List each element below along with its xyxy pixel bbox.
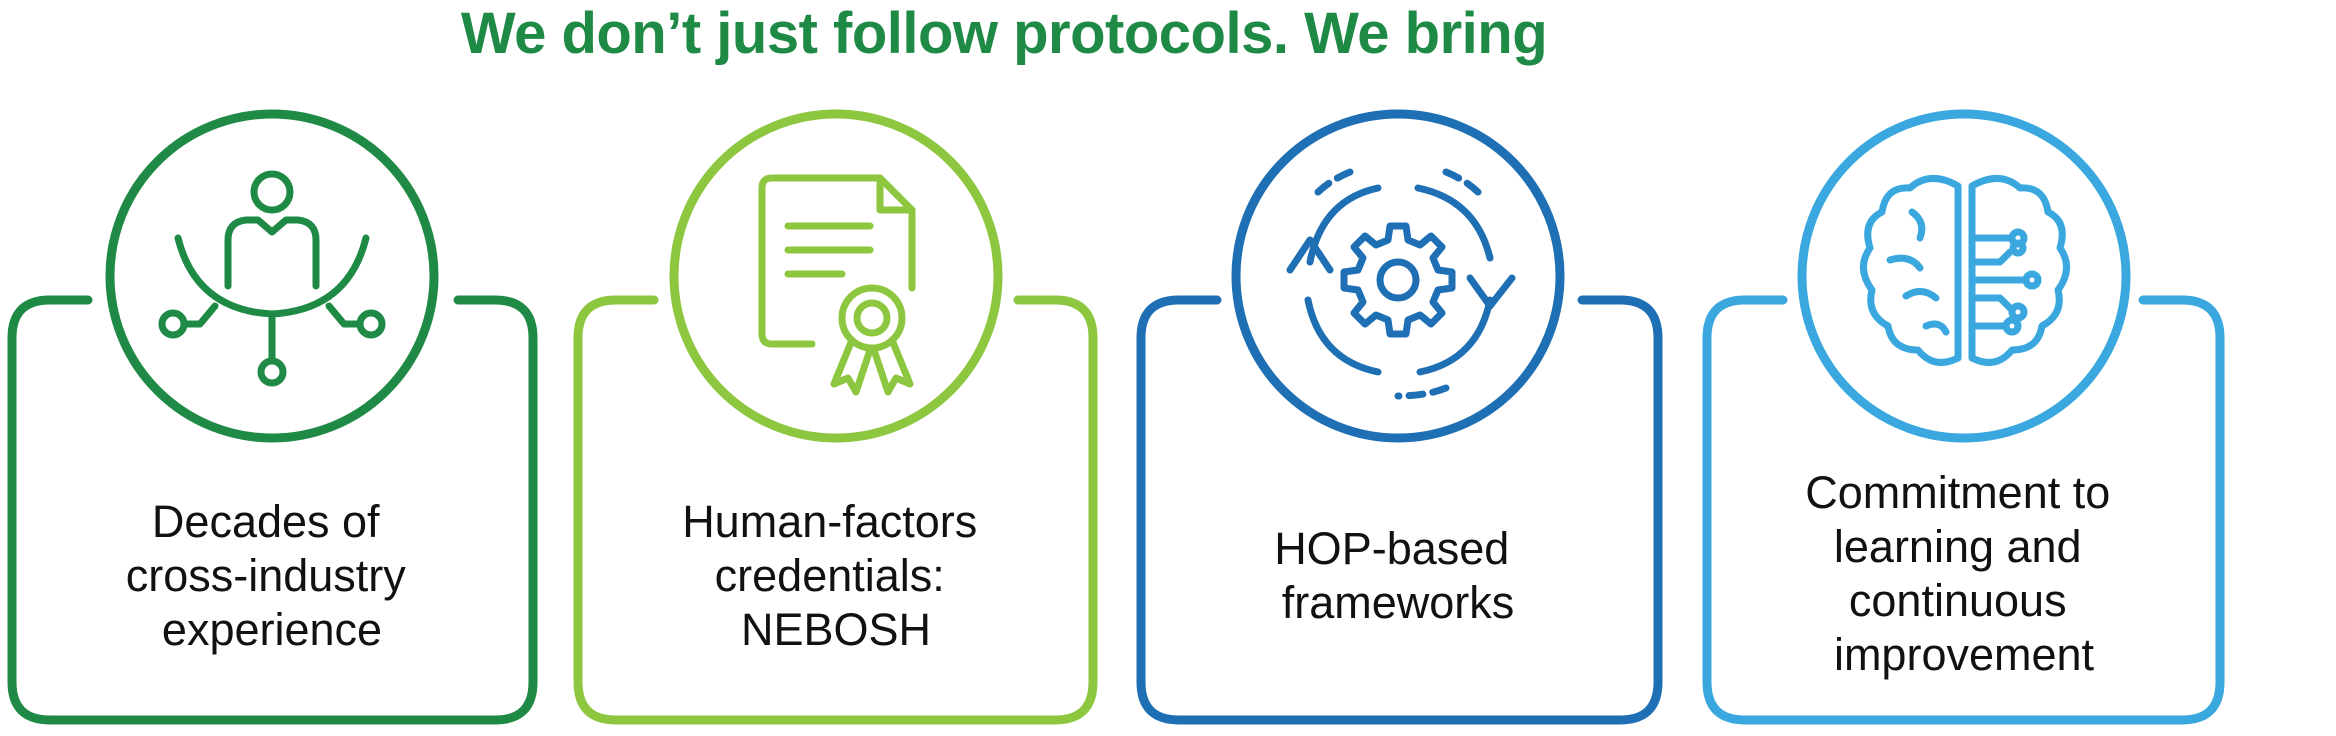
card-3-label-line-2: frameworks	[1282, 577, 1515, 628]
card-2-frame	[573, 295, 1098, 725]
card-4-frame	[1702, 295, 2225, 725]
card-1-circle	[105, 109, 439, 443]
card-1	[7, 109, 538, 725]
card-4	[1702, 109, 2225, 725]
card-3-label: HOP-based frameworks	[1274, 523, 1522, 628]
headline: We don’t just follow protocols. We bring	[0, 0, 2336, 70]
card-4-label-line-1: Commitment to	[1805, 467, 2110, 518]
card-1-label-line-1: Decades of	[152, 496, 380, 547]
gear-cycle-icon	[1286, 168, 1516, 400]
card-2-label: Human-factors credentials: NEBOSH	[682, 496, 990, 655]
card-1-label-line-2: cross-industry	[126, 550, 407, 601]
card-4-label-line-3: continuous	[1849, 575, 2067, 626]
headline-text: We don’t just follow protocols. We bring	[460, 1, 1548, 66]
card-1-frame	[7, 295, 538, 725]
card-1-label-line-3: experience	[162, 604, 382, 655]
card-4-label-line-2: learning and	[1834, 521, 2082, 572]
certificate-icon	[758, 174, 916, 396]
card-2-label-line-3: NEBOSH	[741, 604, 931, 655]
card-3	[1136, 109, 1663, 725]
card-2	[573, 109, 1098, 725]
brain-circuit-icon	[1860, 175, 2070, 366]
card-1-label: Decades of cross-industry experience	[126, 496, 419, 655]
card-3-frame	[1136, 295, 1663, 725]
card-3-label-line-1: HOP-based	[1274, 523, 1509, 574]
card-2-circle	[669, 109, 1003, 443]
card-4-circle	[1797, 109, 2131, 443]
card-2-label-line-2: credentials:	[715, 550, 945, 601]
card-4-label: Commitment to learning and continuous im…	[1805, 467, 2123, 680]
card-2-label-line-1: Human-factors	[682, 496, 977, 547]
card-4-label-line-4: improvement	[1834, 629, 2095, 680]
card-3-circle	[1231, 109, 1565, 443]
person-network-icon	[158, 170, 386, 387]
